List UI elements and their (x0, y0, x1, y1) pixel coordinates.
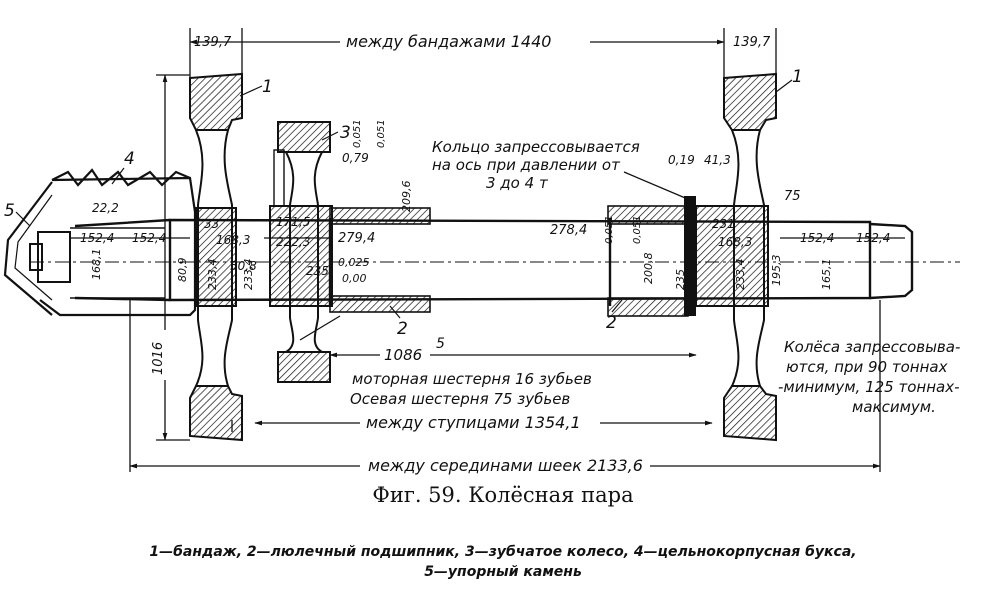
dim-label: 235 (306, 264, 329, 278)
wheels-press-note: Колёса запрессовыва- ются, при 90 тоннах… (778, 338, 960, 416)
dim-label: 200,8 (642, 253, 655, 285)
ring-press-line-2: на ось при давлении от (432, 156, 621, 174)
dim-wheel-diameter: 1016 (151, 342, 166, 375)
gear-teeth-note: моторная шестерня 16 зубьев Осевая шесте… (350, 370, 592, 408)
callout-1-right: 1 (792, 67, 803, 87)
dim-label: 0,19 (668, 153, 695, 167)
dim-label: 0,79 (342, 151, 369, 165)
dim-label: 235 (674, 269, 687, 290)
wheel-right (695, 72, 777, 442)
dim-label: 278,4 (550, 223, 587, 238)
wheel-left (189, 72, 243, 442)
dim-between-tires: между бандажами 1440 (346, 32, 551, 51)
dim-label: 33 (204, 217, 219, 231)
inner-dimension-labels: 22,2 152,4 152,4 33 168,3 50,8 171,5 222… (80, 119, 890, 290)
dim-label: 168,3 (216, 233, 250, 247)
dim-label: 0,051 (688, 221, 699, 250)
dim-label: 222,3 (276, 235, 310, 249)
callout-2-right: 2 (606, 313, 617, 333)
wheels-press-line-2: ются, при 90 тоннах (786, 358, 948, 376)
dim-small-5: 5 (436, 336, 445, 352)
axle-box (29, 168, 197, 317)
stop-stone (3, 181, 53, 316)
dim-label: 0,051 (352, 119, 363, 148)
axle-gear-note: Осевая шестерня 75 зубьев (350, 390, 570, 408)
gear-wheel (269, 121, 333, 383)
dim-label: 0,025 (338, 256, 370, 269)
ring-press-line-1: Кольцо запрессовывается (432, 138, 640, 156)
dim-label: 41,3 (704, 153, 731, 167)
dim-label: 233,4 (734, 259, 747, 291)
dim-between-hubs: между ступицами 1354,1 (366, 413, 581, 432)
pressed-ring (684, 196, 696, 316)
wheels-press-line-4: максимум. (852, 398, 936, 416)
bearing-left (329, 207, 431, 313)
dim-label: 0,051 (632, 215, 643, 244)
dim-label: 0,051 (376, 119, 387, 148)
dim-tire-width-left: 139,7 (194, 35, 232, 50)
dim-label: 171,5 (276, 215, 310, 229)
callout-4: 4 (124, 149, 135, 169)
legend-line-2: 5—упорный камень (424, 564, 582, 580)
dim-label: 152,4 (80, 231, 114, 245)
dim-gear-offset: 1086 (384, 346, 422, 364)
dimension-lines (70, 28, 905, 472)
part-callouts: 1 2 3 4 5 2 1 (4, 67, 803, 339)
ring-press-line-3: 3 до 4 т (486, 174, 549, 192)
dim-label: 168,1 (90, 249, 103, 281)
dim-label: 168,3 (718, 235, 752, 249)
dim-label: 0,00 (342, 272, 367, 285)
wheel-pair-drawing: 139,7 между бандажами 1440 139,7 между с… (3, 28, 960, 475)
dim-label: 209,6 (400, 181, 413, 213)
motor-gear-note: моторная шестерня 16 зубьев (352, 370, 592, 388)
callout-3: 3 (340, 123, 351, 143)
dim-tire-width-right: 139,7 (733, 35, 771, 50)
dim-right-75: 75 (784, 189, 801, 204)
dim-between-journals: между серединами шеек 2133,6 (368, 456, 643, 475)
dim-label: 152,4 (856, 231, 890, 245)
ring-press-note: Кольцо запрессовывается на ось при давле… (432, 138, 640, 192)
dim-label: 195,3 (770, 255, 783, 287)
wheels-press-line-1: Колёса запрессовыва- (784, 338, 960, 356)
legend-line-1: 1—бандаж, 2—люлечный подшипник, 3—зубчат… (149, 544, 857, 560)
dim-label: 233,4 (206, 259, 219, 291)
figure-legend: 1—бандаж, 2—люлечный подшипник, 3—зубчат… (0, 542, 1006, 582)
callout-1-left: 1 (262, 77, 273, 97)
dim-label: 50,8 (230, 259, 257, 273)
dim-label: 279,4 (338, 231, 375, 246)
dim-label: 152,4 (800, 231, 834, 245)
dim-label: 233,4 (242, 259, 255, 291)
dim-label: 22,2 (92, 201, 119, 215)
callout-2-left: 2 (397, 319, 408, 339)
bearing-right (607, 205, 689, 317)
dim-label: 0,051 (604, 215, 615, 244)
dim-label: 152,4 (132, 231, 166, 245)
figure-caption: Фиг. 59. Колёсная пара (372, 483, 634, 507)
wheels-press-line-3: -минимум, 125 тоннах- (778, 378, 960, 396)
dim-label: 80,9 (176, 258, 189, 283)
dim-label: 231 (712, 217, 735, 231)
dim-label: 165,1 (820, 259, 833, 291)
callout-5: 5 (4, 201, 15, 221)
